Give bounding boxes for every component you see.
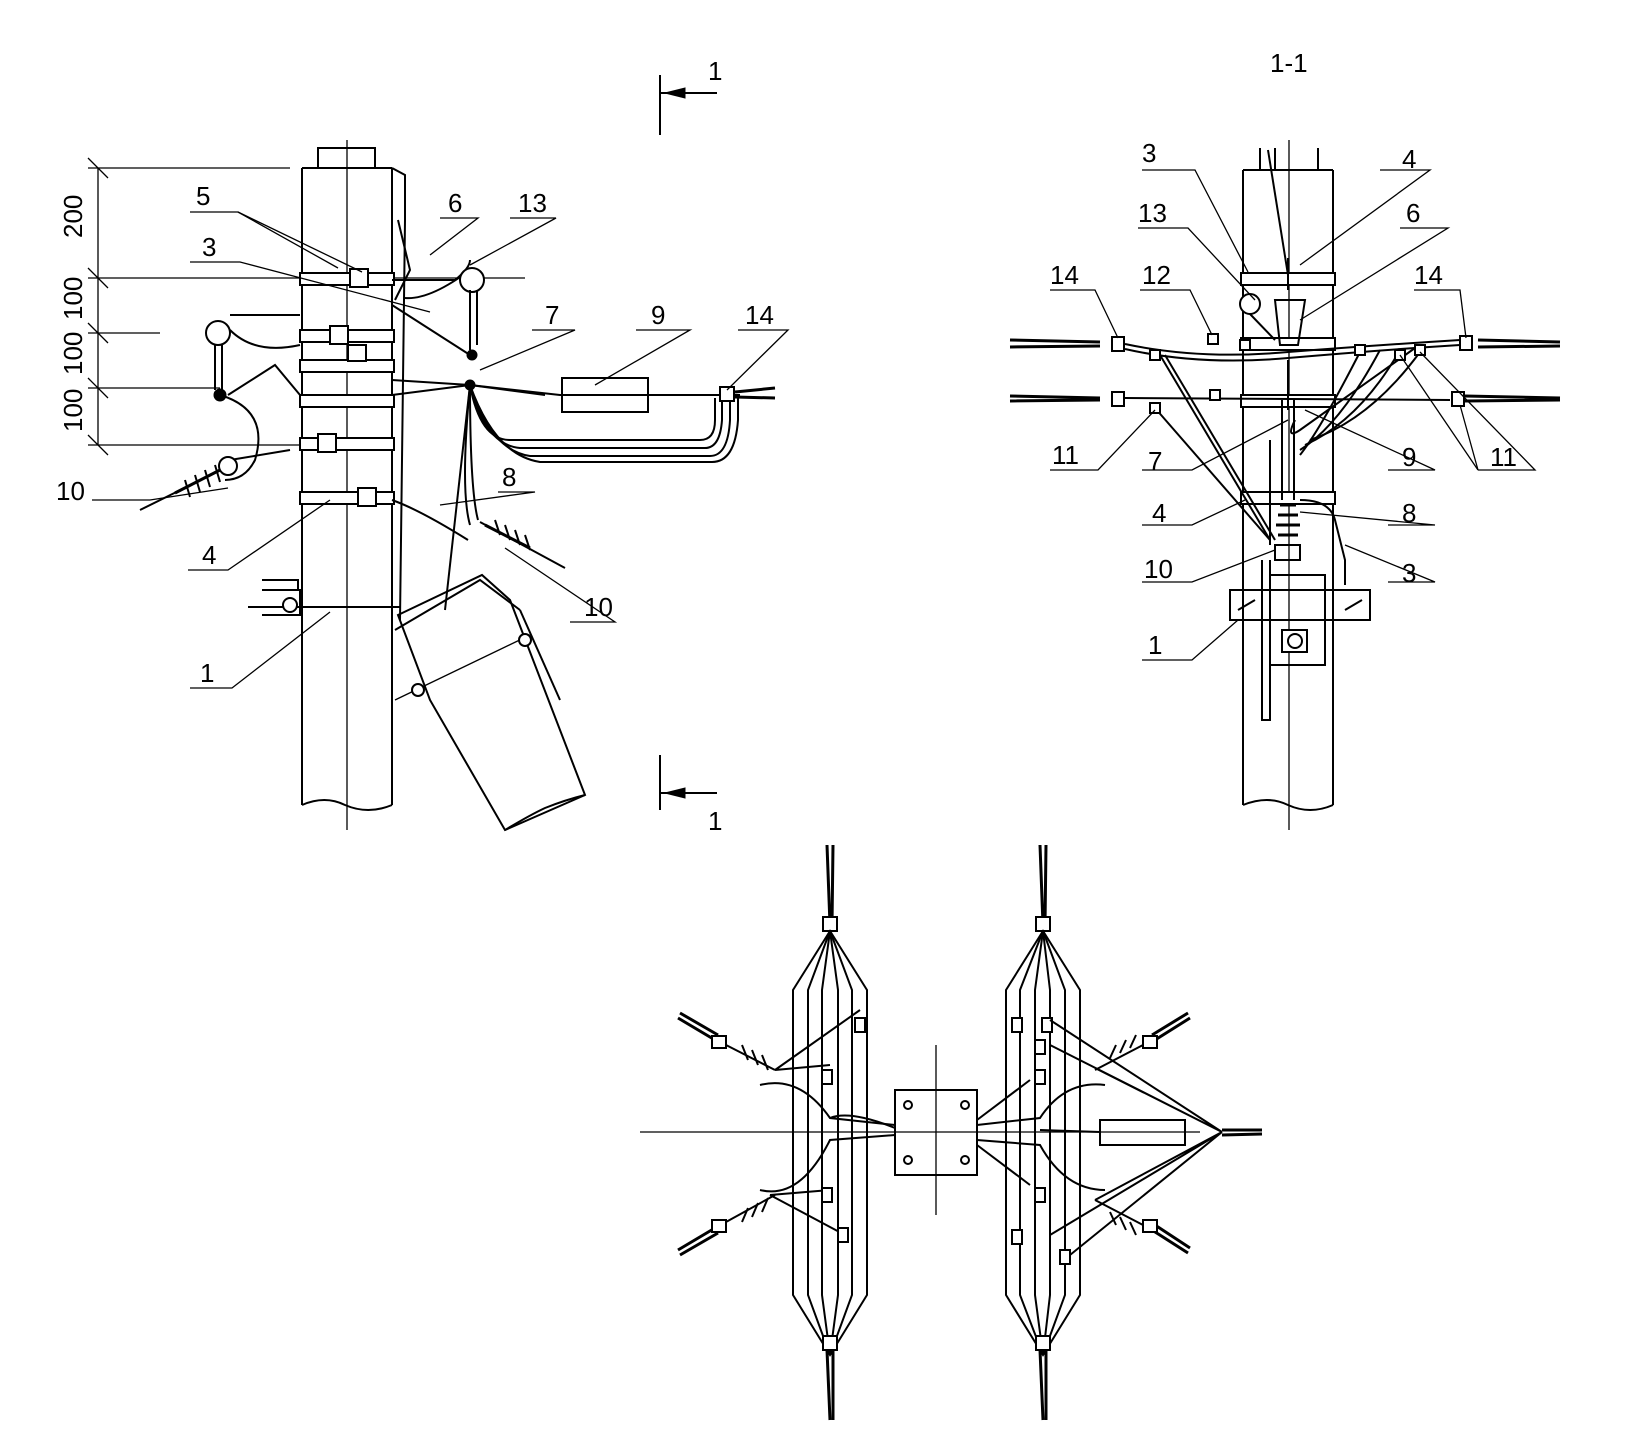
front-callout-10a: 10 xyxy=(56,476,85,506)
side-callout-14a: 14 xyxy=(1050,260,1079,290)
front-callout-7: 7 xyxy=(545,300,559,330)
section-title: 1-1 xyxy=(1270,48,1308,78)
side-callout-6: 6 xyxy=(1406,198,1420,228)
front-callout-5: 5 xyxy=(196,181,210,211)
front-callout-10b: 10 xyxy=(584,592,613,622)
dimension-label-3: 100 xyxy=(58,332,88,375)
dimension-label-2: 100 xyxy=(58,277,88,320)
side-callout-11b: 11 xyxy=(1490,442,1517,472)
side-callout-3a: 3 xyxy=(1142,138,1156,168)
front-view: 1 1 200 100 100 100 5 6 13 3 7 9 14 8 10… xyxy=(56,56,790,836)
dimension-label-4: 100 xyxy=(58,389,88,432)
dimension-label-1: 200 xyxy=(58,195,88,238)
side-callout-12: 12 xyxy=(1142,260,1171,290)
section-marker-bottom: 1 xyxy=(708,806,722,836)
front-callout-13: 13 xyxy=(518,188,547,218)
front-callout-8: 8 xyxy=(502,462,516,492)
front-callout-1: 1 xyxy=(200,658,214,688)
side-callout-4b: 4 xyxy=(1152,498,1166,528)
front-callout-6: 6 xyxy=(448,188,462,218)
plan-view xyxy=(640,844,1263,1421)
side-callout-1: 1 xyxy=(1148,630,1162,660)
front-callout-9: 9 xyxy=(651,300,665,330)
section-marker-top: 1 xyxy=(708,56,722,86)
side-callout-14b: 14 xyxy=(1414,260,1443,290)
front-callout-4: 4 xyxy=(202,540,216,570)
front-callout-3: 3 xyxy=(202,232,216,262)
side-callout-13: 13 xyxy=(1138,198,1167,228)
side-view: 1-1 xyxy=(1009,48,1561,830)
front-callout-14: 14 xyxy=(745,300,774,330)
side-callout-8: 8 xyxy=(1402,498,1416,528)
side-callout-3b: 3 xyxy=(1402,558,1416,588)
side-callout-11a: 11 xyxy=(1052,440,1079,470)
side-callout-7: 7 xyxy=(1148,446,1162,476)
side-callout-10: 10 xyxy=(1144,554,1173,584)
side-callout-4a: 4 xyxy=(1402,144,1416,174)
side-callout-9: 9 xyxy=(1402,442,1416,472)
